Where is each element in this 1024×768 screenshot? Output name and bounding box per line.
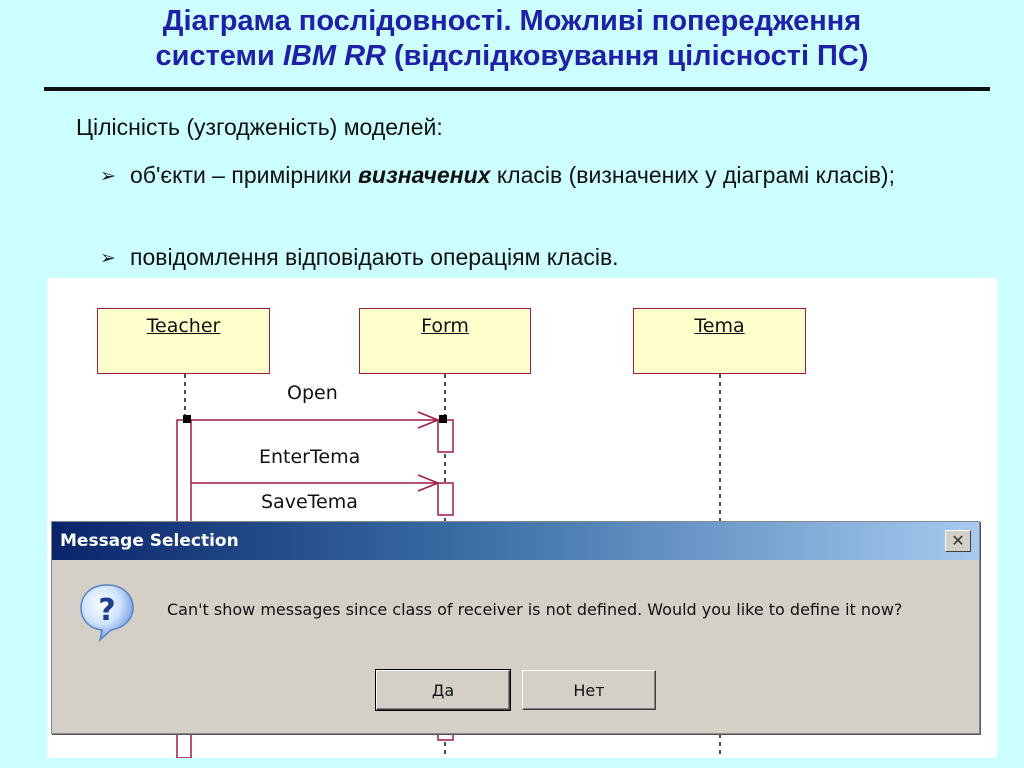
close-button[interactable]: ✕ [945,530,971,552]
bullet-text: повідомлення відповідають операціям клас… [130,244,619,270]
slide-title: Діаграма послідовності. Можливі попередж… [0,4,1024,74]
bullet-item: ➢ повідомлення відповідають операціям кл… [100,242,1000,274]
slide-title-system: IBM RR [282,40,386,72]
bullet-item: ➢ об'єкти – примірники визначених класів… [100,160,1000,192]
dialog-message: Can't show messages since class of recei… [167,600,903,619]
dialog-titlebar[interactable]: Message Selection ✕ [52,522,979,560]
slide-title-line-2: системи IBM RR (відслідковування цілісно… [0,39,1024,74]
yes-button[interactable]: Да [375,669,511,711]
message-label-entertema[interactable]: EnterTema [259,446,361,468]
object-tema[interactable]: Tema [633,308,806,374]
message-anchor [439,415,447,423]
dialog-title: Message Selection [60,531,239,551]
message-selection-dialog: Message Selection ✕ ? Can't show message… [51,521,980,734]
question-icon: ? [80,584,134,642]
bullet-text-start: об'єкти – примірники [130,162,359,188]
bullet-arrow-icon: ➢ [100,166,116,187]
intro-text: Цілісність (узгодженість) моделей: [76,114,443,140]
slide-title-line-1: Діаграма послідовності. Можливі попередж… [162,5,862,37]
object-teacher[interactable]: Teacher [97,308,270,374]
no-button[interactable]: Нет [522,670,656,710]
message-anchor [183,415,191,423]
activation-form-2 [437,482,454,516]
bullet-emphasis: визначених [358,162,491,188]
bullet-text: об'єкти – примірники визначених класів (… [130,160,1000,192]
slide-title-suffix: (відслідковування цілісності ПС) [385,40,869,72]
close-icon: ✕ [951,531,965,550]
bullet-text-end: класів (визначених у діаграмі класів); [490,162,895,188]
activation-form-1 [437,419,454,453]
object-form[interactable]: Form [359,308,531,374]
svg-text:?: ? [98,593,115,628]
bullet-arrow-icon: ➢ [100,248,116,269]
message-label-open[interactable]: Open [287,382,338,404]
arrowhead-entertema [417,474,441,492]
message-label-savetema[interactable]: SaveTema [261,491,358,513]
arrowhead-open [417,411,441,429]
title-divider [44,87,990,91]
slide-title-prefix: системи [155,40,283,72]
